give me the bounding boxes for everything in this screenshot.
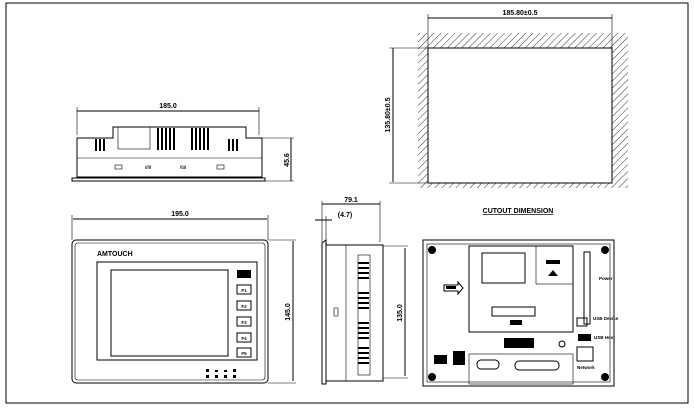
top-depth-label: 45.6 bbox=[284, 153, 291, 167]
front-width-label: 195.0 bbox=[171, 211, 189, 218]
power-label: Power bbox=[599, 276, 613, 281]
status-leds bbox=[206, 369, 236, 378]
key-f5[interactable]: F5 bbox=[241, 351, 247, 356]
side-height-label: 135.0 bbox=[397, 304, 404, 322]
brand-logo: AMTOUCH bbox=[97, 251, 133, 258]
cutout-title: CUTOUT DIMENSION bbox=[483, 208, 554, 215]
usb-device-label: USB Device bbox=[593, 316, 619, 321]
top-width-label: 185.0 bbox=[159, 103, 177, 110]
side-depth-label: 79.1 bbox=[344, 197, 358, 204]
network-port bbox=[576, 346, 594, 362]
usb-host-port bbox=[578, 334, 591, 341]
rear-view: Power USB Device USB Host Network bbox=[422, 239, 619, 387]
key-f2[interactable]: F2 bbox=[241, 304, 247, 309]
cutout-height-label: 135.80±0.5 bbox=[385, 97, 392, 132]
vent-slots-right: \\\\\ bbox=[180, 165, 187, 170]
usb-host-label: USB Host bbox=[594, 335, 615, 340]
function-keys: F1 F2 F3 F4 F5 bbox=[236, 284, 252, 358]
network-label: Network bbox=[577, 365, 595, 370]
vent-slots-left: ///// bbox=[145, 165, 152, 170]
cutout-view: 185.80±0.5 135.80±0.5 CUTOUT DIMENSION bbox=[385, 10, 628, 215]
cutout-opening bbox=[427, 47, 613, 184]
key-f1[interactable]: F1 bbox=[241, 288, 247, 293]
side-bezel-label: (4.7) bbox=[338, 212, 352, 219]
key-f3[interactable]: F3 bbox=[241, 320, 247, 325]
cutout-width-label: 185.80±0.5 bbox=[503, 10, 538, 17]
top-view: 185.0 ///// \\\\\ 45.6 bbox=[71, 103, 294, 182]
lcd-screen bbox=[110, 269, 229, 357]
cutout-hatch bbox=[418, 33, 628, 188]
drawing-frame bbox=[5, 2, 689, 404]
front-height-label: 145.0 bbox=[285, 303, 292, 321]
front-view: 195.0 AMTOUCH F1 F2 F3 F4 F5 145.0 bbox=[71, 211, 296, 384]
side-view: 79.1 (4.7) 135.0 bbox=[315, 197, 408, 385]
key-f4[interactable]: F4 bbox=[241, 336, 247, 341]
